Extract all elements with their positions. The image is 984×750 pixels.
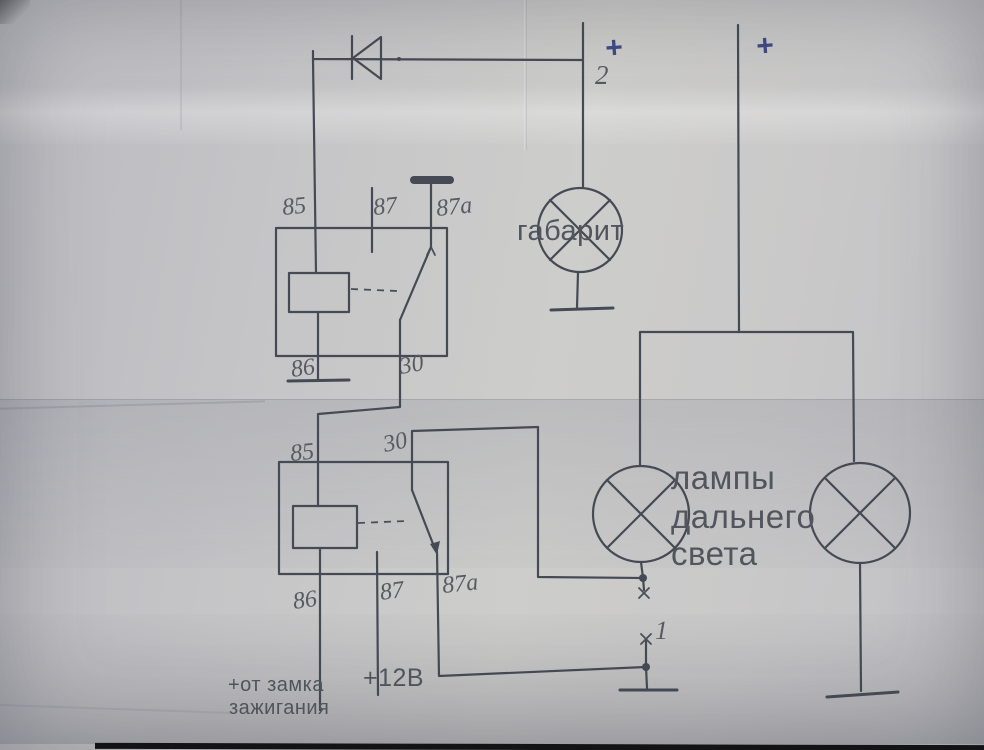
node-2-label: 2 xyxy=(595,60,609,90)
upper-relay-box xyxy=(274,226,449,358)
node-1-label: 1 xyxy=(655,616,668,645)
marker-lamp-ground-symbol xyxy=(549,306,615,312)
plus-mark-right: + xyxy=(755,29,775,63)
connector-x-mark-lower xyxy=(640,633,652,645)
lower-relay-actuator-dash xyxy=(357,520,408,524)
wire-direction-dot xyxy=(397,57,401,61)
lower-relay-coil xyxy=(291,504,359,550)
high-beam-lamp-right-ground-wire xyxy=(858,561,863,693)
ignition-label-line2: зажигания xyxy=(229,697,329,719)
right-feed-wire xyxy=(736,23,741,334)
upper30-to-lower85-wire xyxy=(316,318,402,508)
marker-lamp-ground-wire xyxy=(575,270,580,310)
upper-relay-pin87a-label: 87a xyxy=(435,192,474,222)
lower-relay-switch-arm xyxy=(410,488,437,551)
plus-mark-left: + xyxy=(604,31,624,65)
lower-relay-pin30-wire xyxy=(410,425,645,580)
high-beam-lamp-right-cross xyxy=(823,476,897,550)
ignition-label-line1: +от замка xyxy=(228,674,324,696)
upper-relay-coil xyxy=(287,271,351,314)
lower-relay-pin87-wire xyxy=(375,550,380,697)
lower-relay-pin85-label: 85 xyxy=(289,439,316,467)
high-beam-lamp-left-cross xyxy=(605,478,677,550)
diode-icon xyxy=(350,34,383,81)
battery-12v-label: +12В xyxy=(363,664,424,692)
high-beam-label-line2: дальнего xyxy=(671,498,815,535)
junction-ground-wire xyxy=(644,665,649,690)
lower-relay-pin30-label: 30 xyxy=(380,427,410,458)
high-beam-label-line1: лампы xyxy=(671,459,775,496)
upper-relay-switch-arm xyxy=(398,245,433,322)
lower-relay-pin87-label: 87 xyxy=(378,577,406,606)
upper-relay-pin86-label: 86 xyxy=(289,354,316,383)
high-beam-label-line3: света xyxy=(671,535,758,572)
upper-relay-pin85-label: 85 xyxy=(281,193,308,221)
high-beam-branch-wires xyxy=(638,330,856,468)
upper-relay-pin87a-terminal-bar xyxy=(410,176,454,184)
lower-relay-contact-arrow xyxy=(430,541,440,555)
marker-lamp-symbol xyxy=(536,186,624,274)
diode-triangle xyxy=(351,35,383,81)
upper-relay-ground-symbol xyxy=(286,378,351,383)
marker-lamp-label: габарит xyxy=(517,215,624,247)
marker-lamp-circle xyxy=(536,186,624,274)
upper-relay-pin87-label: 87 xyxy=(372,192,400,220)
lower-relay-box xyxy=(277,460,450,576)
lower-relay-pin87a-label: 87a xyxy=(441,569,480,599)
connector-upper-stub xyxy=(641,576,646,592)
upper-relay-actuator-dash xyxy=(350,288,398,292)
upper-relay-pin85-wire xyxy=(311,57,318,275)
lower-relay-pin87a-wire xyxy=(435,550,648,678)
upper-relay-pin30-label: 30 xyxy=(397,350,426,380)
high-beam-right-ground-symbol xyxy=(825,690,900,699)
high-beam-lamp-right-symbol xyxy=(808,461,912,565)
connector-x-mark-upper xyxy=(638,587,650,599)
marker-lamp-cross xyxy=(548,198,612,262)
lower-relay-pin86-label: 86 xyxy=(291,586,318,615)
